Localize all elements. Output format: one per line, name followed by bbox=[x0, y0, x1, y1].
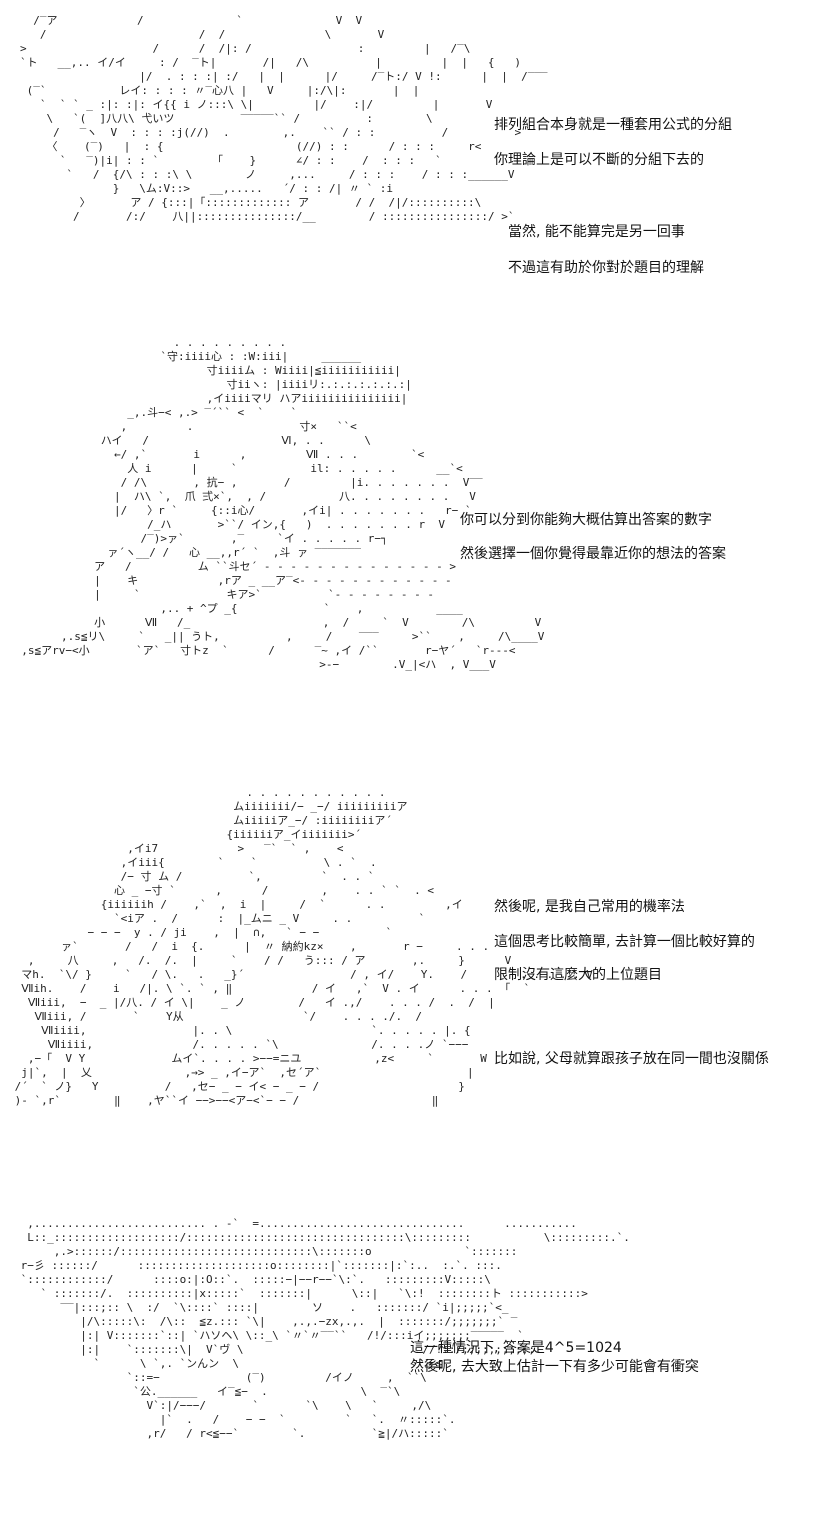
caption-line: 然後呢, 去大致上估計一下有多少可能會有衝突 bbox=[410, 1359, 699, 1375]
caption-line: 然後選擇一個你覺得最靠近你的想法的答案 bbox=[460, 546, 726, 562]
caption-line: 這一種情況下, 答案是4^5=1024 bbox=[410, 1340, 622, 1356]
caption-line: 排列組合本身就是一種套用公式的分組 bbox=[494, 117, 732, 133]
ascii-art-character-1: /‾ア / ` V V / / / \ V > / / /|: / : | /‾… bbox=[20, 14, 548, 223]
comic-panel-2: . . . . . . . . . `守:iiii心 : :W:iii| ___… bbox=[0, 330, 830, 760]
comic-panel-1: /‾ア / ` V V / / / \ V > / / /|: / : | /‾… bbox=[0, 0, 830, 305]
caption-line: 你可以分到你能夠大概估算出答案的數字 bbox=[460, 512, 712, 528]
caption-line: 這個思考比較簡單, 去計算一個比較好算的 bbox=[494, 934, 755, 950]
caption-line: 當然, 能不能算完是另一回事 bbox=[508, 224, 685, 240]
caption-line: 然後呢, 是我自己常用的機率法 bbox=[494, 899, 685, 915]
ascii-art-character-3: . . . . . . . . . . . ムiiiiiii/− _−/ iii… bbox=[14, 786, 593, 1107]
ascii-art-character-4: ,.......................... . -` =......… bbox=[20, 1217, 630, 1440]
caption-line: 比如說, 父母就算跟孩子放在同一間也沒關係 bbox=[494, 1051, 769, 1067]
comic-panel-3: . . . . . . . . . . . ムiiiiiii/− _−/ iii… bbox=[0, 780, 830, 1180]
comic-panel-4: ,.......................... . -` =......… bbox=[0, 1205, 830, 1525]
caption-line: 不過這有助於你對於題目的理解 bbox=[508, 260, 704, 276]
caption-line: 你理論上是可以不斷的分組下去的 bbox=[494, 152, 704, 168]
ascii-art-character-2: . . . . . . . . . `守:iiii心 : :W:iii| ___… bbox=[21, 336, 545, 671]
caption-line: 限制沒有這麼大的上位題目 bbox=[494, 967, 662, 983]
